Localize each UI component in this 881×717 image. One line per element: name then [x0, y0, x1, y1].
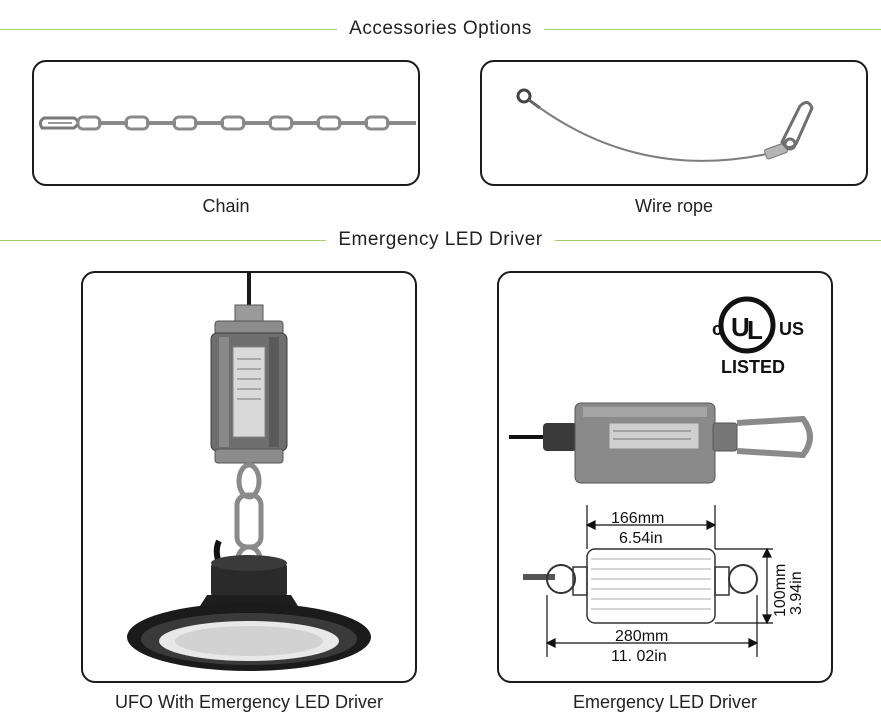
ul-us-text: US	[779, 319, 804, 339]
dim-length-mm: 166mm	[611, 510, 664, 527]
driver-bottom-cap	[214, 448, 284, 464]
chain-links	[76, 115, 416, 131]
ul-c-text: c	[712, 319, 722, 339]
chain-link	[364, 115, 390, 131]
emergency-section-title: Emergency LED Driver	[0, 229, 881, 251]
ul-l-text: L	[747, 315, 763, 345]
chain-link	[220, 115, 246, 131]
chain-link	[316, 115, 342, 131]
ul-listed-text: LISTED	[721, 357, 785, 377]
chain-hook-icon	[38, 116, 80, 130]
ufo-image-frame	[81, 271, 417, 683]
emergency-driver-drawing: c U L US LISTED	[509, 296, 813, 665]
accessories-title-text: Accessories Options	[337, 18, 544, 39]
chain-image-frame	[32, 60, 420, 186]
chain-image	[38, 115, 416, 131]
ufo-lamp-housing	[127, 555, 371, 671]
ul-listed-logo-icon: c U L US LISTED	[712, 296, 804, 377]
dimension-lines	[545, 505, 773, 657]
dim-height-mm: 100mm	[772, 564, 789, 617]
wire-rope-cable	[539, 107, 768, 162]
emergency-driver-body	[210, 332, 288, 452]
chain-link	[172, 115, 198, 131]
wire-rope-image	[516, 88, 814, 162]
chain-link	[268, 115, 294, 131]
chain-link	[124, 115, 150, 131]
ufo-caption: UFO With Emergency LED Driver	[114, 692, 384, 712]
dim-total-mm: 280mm	[615, 628, 668, 645]
driver-image-frame: c U L US LISTED	[497, 271, 833, 683]
accessories-section-title: Accessories Options	[0, 18, 881, 40]
driver-photo	[509, 402, 813, 484]
driver-caption: Emergency LED Driver	[572, 692, 758, 712]
ul-u-text: U	[731, 312, 750, 342]
dim-length-in: 6.54in	[619, 530, 663, 547]
emergency-title-text: Emergency LED Driver	[326, 229, 555, 250]
wire-rope-image-frame	[480, 60, 868, 186]
dim-total-in: 11. 02in	[611, 648, 667, 665]
dim-height-in: 3.94in	[788, 571, 805, 615]
wire-rope-eyelet-icon	[516, 88, 541, 110]
ufo-with-driver-image	[127, 273, 371, 671]
chain-caption: Chain	[202, 196, 250, 216]
driver-line-drawing	[523, 548, 758, 624]
wire-rope-caption: Wire rope	[634, 196, 714, 216]
chain-link	[76, 115, 102, 131]
driver-top-cap	[214, 304, 284, 336]
wire-rope-carabiner-icon	[764, 101, 814, 160]
